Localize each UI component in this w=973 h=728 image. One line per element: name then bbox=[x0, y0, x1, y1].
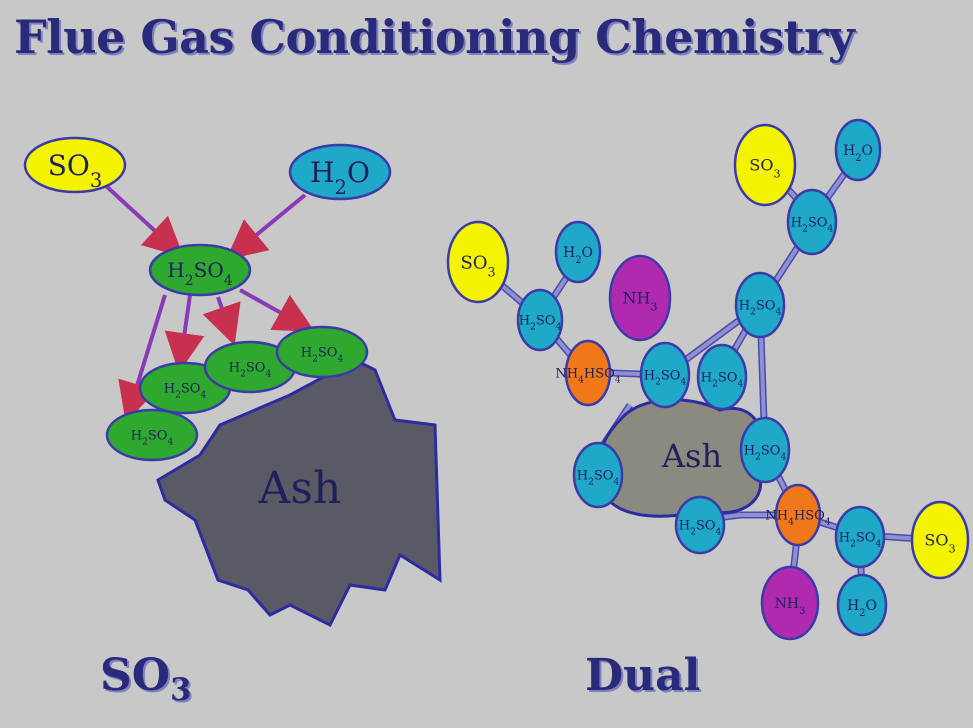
h2o-molecule-1: H2O bbox=[554, 220, 602, 284]
svg-text:H2SO4: H2SO4 bbox=[791, 216, 834, 235]
h2so4-molecule-2: H2SO4 bbox=[639, 341, 691, 409]
caption-dual: Dual bbox=[585, 650, 701, 701]
svg-text:H2O: H2O bbox=[310, 156, 370, 199]
h2so4-molecule-5: H2SO4 bbox=[674, 495, 726, 555]
caption-so3: SO3 bbox=[100, 650, 192, 708]
svg-text:H2SO4: H2SO4 bbox=[167, 258, 232, 289]
svg-text:H2SO4: H2SO4 bbox=[577, 469, 620, 488]
svg-text:H2SO4: H2SO4 bbox=[839, 531, 882, 550]
arrow-h2so4-to-surface-3 bbox=[202, 296, 241, 346]
nh4hso4-molecule-1: NH4HSO4 bbox=[555, 339, 621, 407]
h2o-molecule-2: H2O bbox=[834, 118, 882, 182]
h2so4-molecule-left: H2SO4 bbox=[148, 243, 252, 297]
so3-molecule-1: SO3 bbox=[446, 220, 510, 304]
h2so4-molecule-1: H2SO4 bbox=[516, 288, 564, 352]
arrow-h2so4-to-surface-2 bbox=[164, 294, 205, 373]
h2o-molecule-3: H2O bbox=[836, 573, 888, 637]
svg-text:H2SO4: H2SO4 bbox=[164, 382, 207, 401]
svg-text:H2SO4: H2SO4 bbox=[229, 361, 272, 380]
arrow-so3-to-h2so4 bbox=[103, 183, 184, 258]
nh3-molecule-2: NH3 bbox=[760, 565, 820, 641]
nh3-molecule-1: NH3 bbox=[608, 254, 672, 342]
arrow-h2so4-to-surface-1 bbox=[118, 294, 167, 423]
h2so4-molecule-9: H2SO4 bbox=[834, 505, 886, 569]
nh4hso4-molecule-2: NH4HSO4 bbox=[765, 483, 831, 547]
svg-text:SO3: SO3 bbox=[460, 252, 495, 279]
h2so4-molecule-4: H2SO4 bbox=[572, 441, 624, 509]
so3-molecule-left: SO3 bbox=[23, 136, 127, 194]
svg-text:H2O: H2O bbox=[563, 245, 593, 266]
svg-text:H2SO4: H2SO4 bbox=[644, 369, 687, 388]
so3-molecule-3: SO3 bbox=[910, 500, 970, 580]
svg-text:NH4HSO4: NH4HSO4 bbox=[765, 509, 830, 528]
svg-text:SO3: SO3 bbox=[749, 156, 780, 181]
h2so4-molecule-8: H2SO4 bbox=[786, 188, 838, 256]
svg-text:H2SO4: H2SO4 bbox=[131, 429, 174, 448]
svg-text:SO3: SO3 bbox=[48, 149, 103, 192]
svg-text:H2SO4: H2SO4 bbox=[679, 519, 722, 538]
svg-text:SO3: SO3 bbox=[924, 531, 955, 556]
svg-text:H2SO4: H2SO4 bbox=[739, 299, 782, 318]
ash-label-right: Ash bbox=[661, 437, 722, 475]
h2so4-molecule-6: H2SO4 bbox=[739, 416, 791, 484]
svg-text:H2SO4: H2SO4 bbox=[519, 314, 562, 333]
h2so4-adsorbed-1: H2SO4 bbox=[105, 408, 199, 462]
arrow-h2so4-to-surface-4 bbox=[239, 288, 315, 332]
svg-text:H2O: H2O bbox=[847, 598, 877, 619]
arrow-h2o-to-h2so4 bbox=[225, 193, 307, 261]
h2so4-molecule-7: H2SO4 bbox=[734, 271, 786, 339]
h2o-molecule-left: H2O bbox=[288, 143, 392, 201]
svg-text:NH3: NH3 bbox=[775, 596, 806, 617]
page-title: Flue Gas Conditioning Chemistry bbox=[14, 10, 855, 64]
svg-text:H2SO4: H2SO4 bbox=[744, 444, 787, 463]
svg-text:NH3: NH3 bbox=[622, 289, 657, 314]
h2so4-adsorbed-4: H2SO4 bbox=[275, 325, 369, 379]
h2so4-molecule-3: H2SO4 bbox=[696, 343, 748, 411]
ash-label-left: Ash bbox=[258, 463, 342, 514]
svg-text:H2SO4: H2SO4 bbox=[701, 371, 744, 390]
ash-particle-left bbox=[156, 358, 442, 628]
svg-text:NH4HSO4: NH4HSO4 bbox=[555, 367, 620, 386]
svg-text:H2O: H2O bbox=[843, 143, 873, 164]
so3-molecule-2: SO3 bbox=[733, 123, 797, 207]
svg-text:H2SO4: H2SO4 bbox=[301, 346, 344, 365]
h2so4-adsorbed-3: H2SO4 bbox=[203, 340, 297, 394]
